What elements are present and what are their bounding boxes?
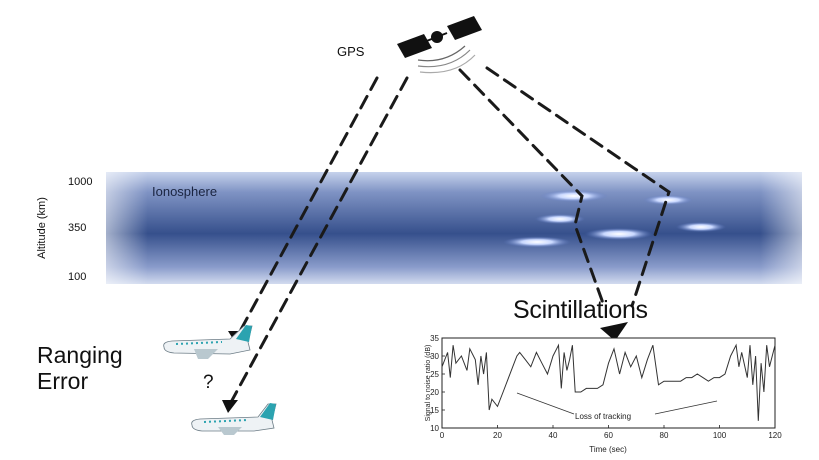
signal-path-to-receiver-1 [458,68,606,308]
altitude-tick-100: 100 [68,271,87,283]
satellite-solar-panel-right [447,16,482,40]
x-tick-label: 20 [493,431,502,440]
x-tick-label: 0 [440,431,445,440]
signal-path-to-receiver-2 [485,66,671,308]
x-axis-ticks: 0 20 40 60 80 100 120 [440,425,782,440]
signal-path-to-aircraft-1 [236,76,379,337]
loss-of-tracking-annotation: Loss of tracking [575,412,631,421]
x-tick-label: 40 [549,431,558,440]
gps-satellite-icon [397,16,482,74]
satellite-body [431,31,443,43]
y-tick-label: 35 [430,334,439,343]
arrowhead-scintillations [600,322,628,341]
chart-y-axis-label: Signal to noise ratio (dB) [425,345,432,422]
irregularity-blob [676,222,726,232]
x-tick-label: 60 [604,431,613,440]
y-tick-label: 15 [430,406,439,415]
ranging-error-line-1: Ranging [37,342,123,368]
ranging-error-line-2: Error [37,368,89,394]
irregularity-blob [503,236,571,248]
ionosphere-label: Ionosphere [152,184,218,199]
x-tick-label: 120 [768,431,782,440]
series-group [441,343,776,421]
signal-arc [417,45,466,62]
annotation-leader [654,400,718,415]
irregularity-blob [585,228,653,240]
question-mark: ? [203,372,214,393]
y-tick-label: 30 [430,352,439,361]
aircraft-icon-upper [163,325,253,359]
ranging-error-label: Ranging Error [37,342,123,394]
snr-series-line [441,343,776,421]
signal-paths [228,66,671,406]
plot-frame [441,337,776,429]
ionosphere-irregularities [503,190,726,248]
chart-x-axis-label: Time (sec) [589,445,627,454]
signal-arc [419,54,476,74]
aircraft-icon-lower [191,403,277,435]
altitude-axis-label: Altitude (km) [36,197,48,259]
scintillations-label: Scintillations [513,296,648,324]
arrowhead-aircraft-2 [222,400,238,413]
altitude-tick-350: 350 [68,222,87,234]
annotation-leader [516,392,575,415]
irregularity-blob [535,214,585,224]
x-tick-label: 80 [660,431,669,440]
y-tick-label: 10 [430,424,439,433]
y-tick-label: 20 [430,388,439,397]
irregularity-blob [540,190,608,202]
gps-label: GPS [337,44,365,59]
y-tick-label: 25 [430,370,439,379]
signal-arc [417,49,471,68]
y-axis-ticks: 10 15 20 25 30 35 [430,334,445,433]
snr-chart: 10 15 20 25 30 35 0 20 40 60 80 100 120 Signal to n… [425,334,782,454]
irregularity-blob [643,195,693,205]
satellite-solar-panel-left [397,34,432,58]
x-tick-label: 100 [713,431,727,440]
altitude-tick-1000: 1000 [68,176,93,188]
signal-path-to-aircraft-2 [228,76,409,406]
